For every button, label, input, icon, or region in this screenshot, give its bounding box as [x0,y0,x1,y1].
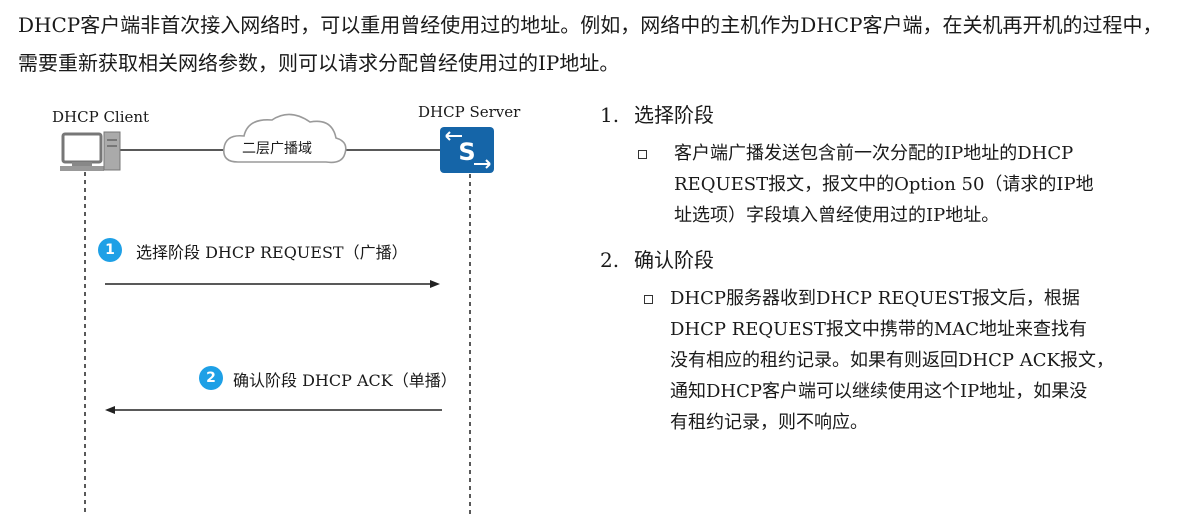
detail-line: REQUEST报文，报文中的Option 50（请求的IP地 [674,174,1094,195]
ack-message-label: 确认阶段 DHCP ACK（单播） [233,371,457,390]
detail-line: 址选项）字段填入曾经使用过的IP地址。 [674,205,1000,226]
request-message-label: 选择阶段 DHCP REQUEST（广播） [136,243,408,262]
server-icon-letter: S [458,138,475,166]
detail-line: 有租约记录，则不响应。 [670,412,868,433]
square-bullet-icon [644,295,653,304]
detail-line: DHCP服务器收到DHCP REQUEST报文后，根据 [670,288,1080,309]
detail-line: 客户端广播发送包含前一次分配的IP地址的DHCP [674,143,1074,164]
detail-line: 通知DHCP客户端可以继续使用这个IP地址，如果没 [670,381,1088,402]
phase-title: 确认阶段 [634,248,714,272]
client-label: DHCP Client [52,108,150,126]
square-bullet-icon [638,150,647,159]
detail-line: DHCP REQUEST报文中携带的MAC地址来查找有 [670,319,1088,340]
phase-title: 选择阶段 [634,103,714,127]
intro-paragraph: DHCP客户端非首次接入网络时，可以重用曾经使用过的地址。例如，网络中的主机作为… [18,13,1163,75]
computer-icon [60,131,121,171]
phase-heading: 1. 选择阶段 [600,96,1180,134]
phase-descriptions: 1. 选择阶段 客户端广播发送包含前一次分配的IP地址的DHCP REQUEST报… [600,96,1180,448]
detail-line: 没有相应的租约记录。如果有则返回DHCP ACK报文， [670,350,1114,371]
phase-number: 1. [600,103,620,127]
cloud-label: 二层广播域 [242,141,312,157]
phase-detail: 客户端广播发送包含前一次分配的IP地址的DHCP REQUEST报文，报文中的O… [638,138,1180,231]
step-badge-1: 1 [98,238,122,262]
server-switch-icon: S [440,127,494,173]
phase-detail: DHCP服务器收到DHCP REQUEST报文后，根据 DHCP REQUEST… [644,283,1180,438]
phase-heading: 2. 确认阶段 [600,241,1180,279]
phase-select: 1. 选择阶段 客户端广播发送包含前一次分配的IP地址的DHCP REQUEST报… [600,96,1180,231]
phase-number: 2. [600,248,620,272]
server-label: DHCP Server [418,103,521,121]
step-badge-2: 2 [199,366,223,390]
cloud-icon [222,113,347,164]
ack-arrow [105,406,442,414]
phase-confirm: 2. 确认阶段 DHCP服务器收到DHCP REQUEST报文后，根据 DHCP … [600,241,1180,438]
request-arrow [105,280,440,288]
